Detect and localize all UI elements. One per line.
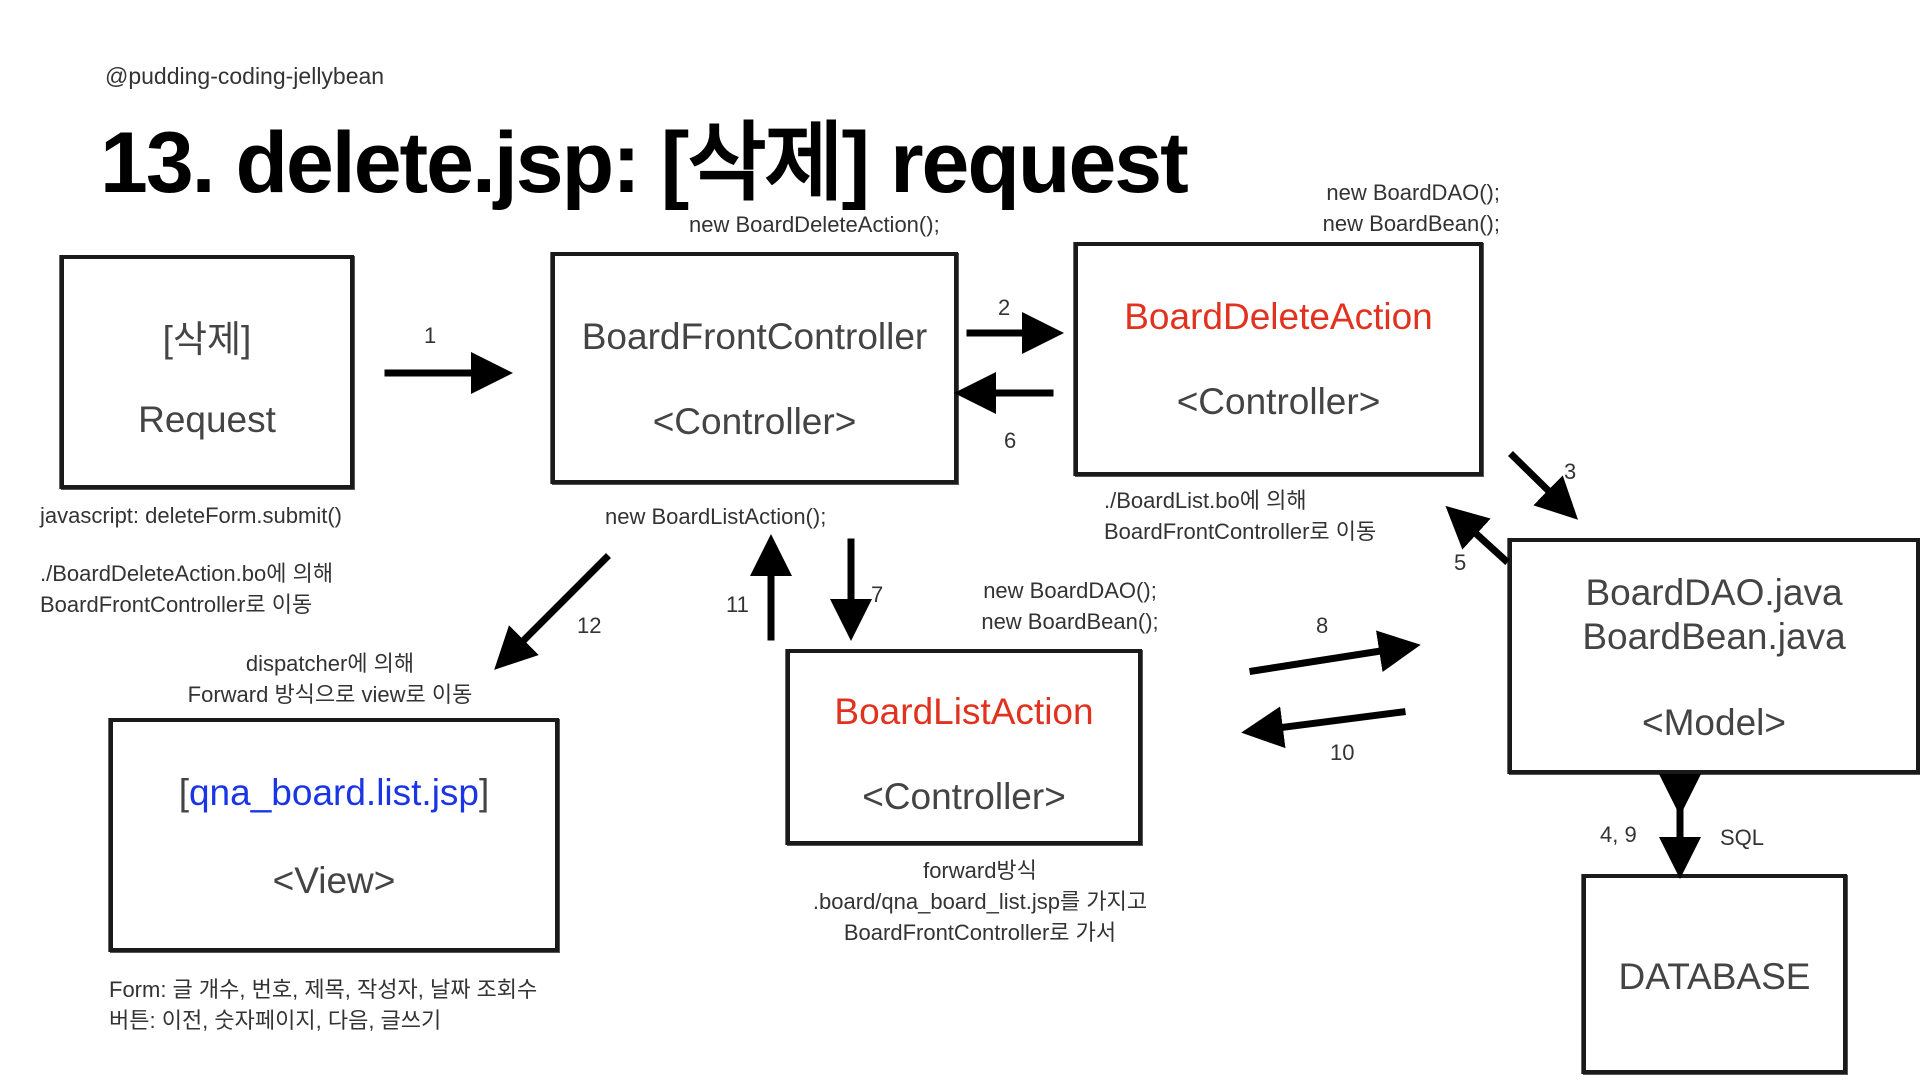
view-bracket-open: [ [178,772,189,813]
note-boardlist-bo-line2: BoardFrontController로 이동 [1104,519,1377,544]
note-boardlist-bo-line1: ./BoardList.bo에 의해 [1104,488,1307,513]
step-8: 8 [1316,613,1329,638]
note-new-dao-top-line1: new BoardDAO(); [1326,180,1500,205]
note-forward-line3: BoardFrontController로 가서 [843,920,1117,945]
delete-action-box: BoardDeleteAction <Controller> [1074,242,1483,476]
database-label: DATABASE [1618,956,1811,997]
step-11: 11 [726,592,749,617]
step-4-9: 4, 9 [1600,822,1637,847]
database-box: DATABASE [1582,874,1847,1074]
note-boardlist-bo: ./BoardList.bo에 의해 BoardFrontController로… [1104,485,1376,547]
note-dispatcher: dispatcher에 의해 Forward 방식으로 view로 이동 [170,648,490,710]
step-2: 2 [998,295,1011,320]
note-dispatcher-line1: dispatcher에 의해 [245,651,415,676]
note-new-delete-action: new BoardDeleteAction(); [689,212,940,237]
note-delete-action-bo-line2: BoardFrontController로 이동 [40,592,313,617]
model-dao-file: BoardDAO.java [1585,572,1843,613]
author-handle: @pudding-coding-jellybean [105,63,385,89]
step-7: 7 [871,582,884,607]
front-controller-name: BoardFrontController [581,316,928,357]
model-role: <Model> [1642,702,1786,743]
note-js-submit: javascript: deleteForm.submit() [40,503,342,528]
request-box-sublabel: Request [138,399,276,440]
note-form-line1: Form: 글 개수, 번호, 제목, 작성자, 날짜 조회수 [109,977,538,1002]
arrow-12 [494,553,611,670]
note-forward-line1: forward방식 [923,858,1037,883]
arrow-10 [1241,706,1406,749]
note-new-dao-mid-line1: new BoardDAO(); [983,578,1157,603]
step-10: 10 [1330,740,1355,765]
front-controller-role: <Controller> [652,401,857,442]
step-5: 5 [1454,550,1467,575]
note-forward-line2: .board/qna_board_list.jsp를 가지고 [812,889,1148,914]
request-box: [삭제] Request [60,255,354,489]
note-form-line2: 버튼: 이전, 숫자페이지, 다음, 글쓰기 [109,1008,442,1033]
list-action-box: BoardListAction <Controller> [786,649,1142,845]
slide-title: 13. delete.jsp: [삭제] request [100,115,1189,211]
list-action-role: <Controller> [862,776,1066,817]
view-role: <View> [272,860,396,901]
arrow-8 [1249,630,1421,675]
view-file-label: [qna_board.list.jsp] [113,772,555,814]
note-form-fields: Form: 글 개수, 번호, 제목, 작성자, 날짜 조회수 버튼: 이전, … [109,974,537,1036]
arrow-5 [1445,505,1510,565]
note-sql: SQL [1720,825,1765,850]
note-new-list-action: new BoardListAction(); [605,504,827,529]
delete-action-role: <Controller> [1176,381,1381,422]
note-forward: forward방식 .board/qna_board_list.jsp를 가지고… [770,855,1190,948]
front-controller-box: BoardFrontController <Controller> [551,252,958,484]
view-box: [qna_board.list.jsp] <View> [109,718,559,952]
note-new-dao-top: new BoardDAO(); new BoardBean(); [1280,177,1500,239]
list-action-name: BoardListAction [834,691,1094,732]
request-box-label: [삭제] [162,319,252,360]
model-box: BoardDAO.java BoardBean.java <Model> [1508,538,1920,774]
step-1: 1 [424,323,437,348]
delete-action-name: BoardDeleteAction [1124,296,1433,337]
note-dispatcher-line2: Forward 방식으로 view로 이동 [187,682,473,707]
note-new-dao-top-line2: new BoardBean(); [1322,211,1500,236]
model-bean-file: BoardBean.java [1582,616,1846,657]
view-bracket-close: ] [479,772,490,813]
note-delete-action-bo-line1: ./BoardDeleteAction.bo에 의해 [40,561,334,586]
view-file-name: qna_board.list.jsp [188,772,480,813]
arrow-3 [1508,451,1578,520]
note-new-dao-mid: new BoardDAO(); new BoardBean(); [960,575,1180,637]
step-12: 12 [577,613,602,638]
note-new-dao-mid-line2: new BoardBean(); [981,609,1159,634]
step-6: 6 [1004,428,1017,453]
note-delete-action-bo: ./BoardDeleteAction.bo에 의해 BoardFrontCon… [40,558,333,620]
